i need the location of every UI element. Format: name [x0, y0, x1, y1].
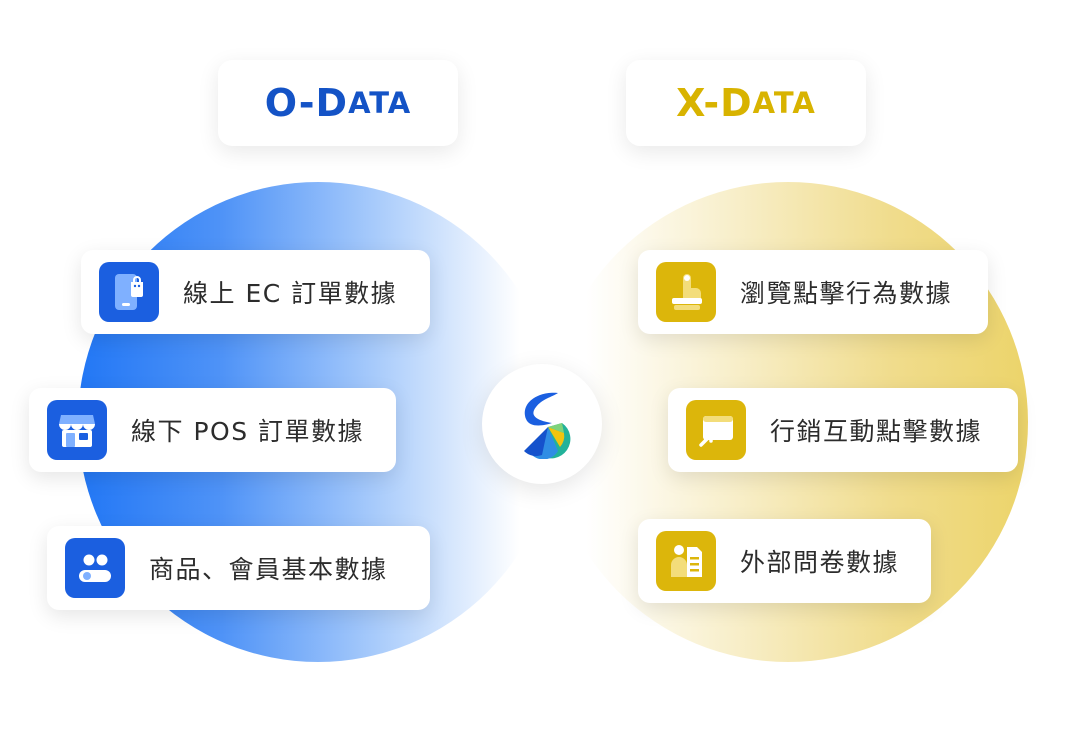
item-label: 線下 POS 訂單數據 [131, 417, 365, 446]
brand-logo-icon [524, 392, 571, 459]
o-data-title-prefix: O-D [264, 81, 349, 125]
x-data-title-rest: ATA [752, 86, 816, 120]
mobile-shopping-bag-icon [99, 262, 159, 322]
x-data-item-browse-click: 瀏覽點擊行為數據 [638, 250, 988, 334]
click-window-icon [686, 400, 746, 460]
item-label: 外部問卷數據 [740, 548, 900, 577]
survey-form-icon [656, 531, 716, 591]
x-data-title-prefix: X-D [676, 81, 753, 125]
o-data-item-offline-pos: 線下 POS 訂單數據 [29, 388, 396, 472]
members-toggle-icon [65, 538, 125, 598]
o-data-title-rest: ATA [348, 86, 412, 120]
x-data-item-survey: 外部問卷數據 [638, 519, 931, 603]
storefront-icon [47, 400, 107, 460]
item-label: 線上 EC 訂單數據 [183, 279, 398, 308]
x-data-item-marketing: 行銷互動點擊數據 [668, 388, 1018, 472]
item-label: 瀏覽點擊行為數據 [740, 279, 953, 308]
o-data-item-online-ec: 線上 EC 訂單數據 [81, 250, 430, 334]
brand-logo [482, 364, 602, 484]
hand-tap-icon [656, 262, 716, 322]
o-data-item-product-member: 商品、會員基本數據 [47, 526, 430, 610]
item-label: 行銷互動點擊數據 [770, 417, 983, 446]
item-label: 商品、會員基本數據 [149, 555, 388, 584]
